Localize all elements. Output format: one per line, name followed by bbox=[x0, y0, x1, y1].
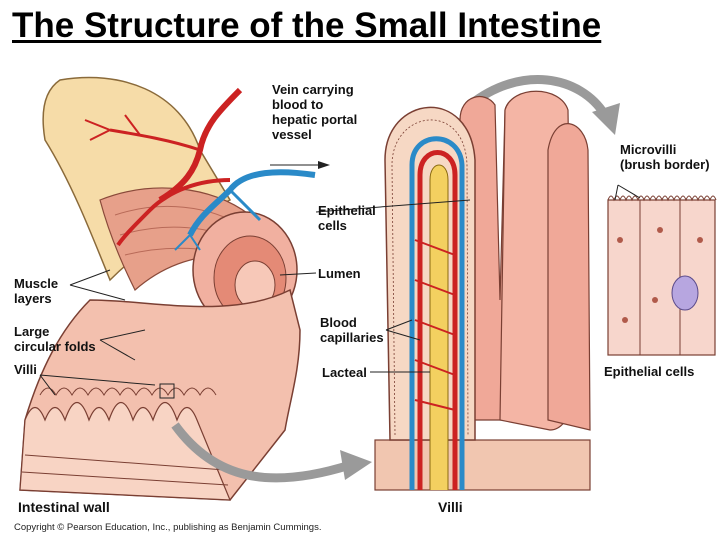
circular-folds-label: Large circular folds bbox=[14, 324, 96, 354]
zoom-arrow-top-head bbox=[592, 103, 620, 135]
vein-arrowhead bbox=[318, 161, 330, 169]
blood-vessels bbox=[84, 87, 316, 251]
villus-illustration bbox=[374, 90, 591, 491]
epithelial-cells-right-label: Epithelial cells bbox=[604, 364, 695, 379]
blood-capillaries-label: Blood capillaries bbox=[320, 315, 384, 345]
villi-bottom-label: Villi bbox=[438, 499, 463, 515]
epithelial-cells-illustration bbox=[607, 195, 717, 356]
zoom-arrow-bottom bbox=[171, 422, 352, 483]
copyright-notice: Copyright © Pearson Education, Inc., pub… bbox=[14, 522, 322, 533]
intestinal-wall-label: Intestinal wall bbox=[18, 499, 110, 515]
vein-label: Vein carrying blood to hepatic portal ve… bbox=[272, 82, 358, 142]
microvilli-label: Microvilli (brush border) bbox=[620, 142, 710, 172]
zoom-arrow-top bbox=[467, 75, 609, 118]
lacteal-label: Lacteal bbox=[322, 365, 367, 380]
slide-title: The Structure of the Small Intestine bbox=[12, 6, 602, 45]
leader-lines bbox=[39, 164, 641, 396]
zoom-arrow-bottom-head bbox=[340, 450, 372, 480]
intestine-tube-illustration bbox=[19, 76, 301, 501]
villi-left-label: Villi bbox=[14, 362, 37, 377]
lumen-label: Lumen bbox=[318, 266, 361, 281]
muscle-layers-label: Muscle layers bbox=[14, 276, 59, 306]
epithelial-cells-label: Epithelial cells bbox=[318, 203, 376, 233]
